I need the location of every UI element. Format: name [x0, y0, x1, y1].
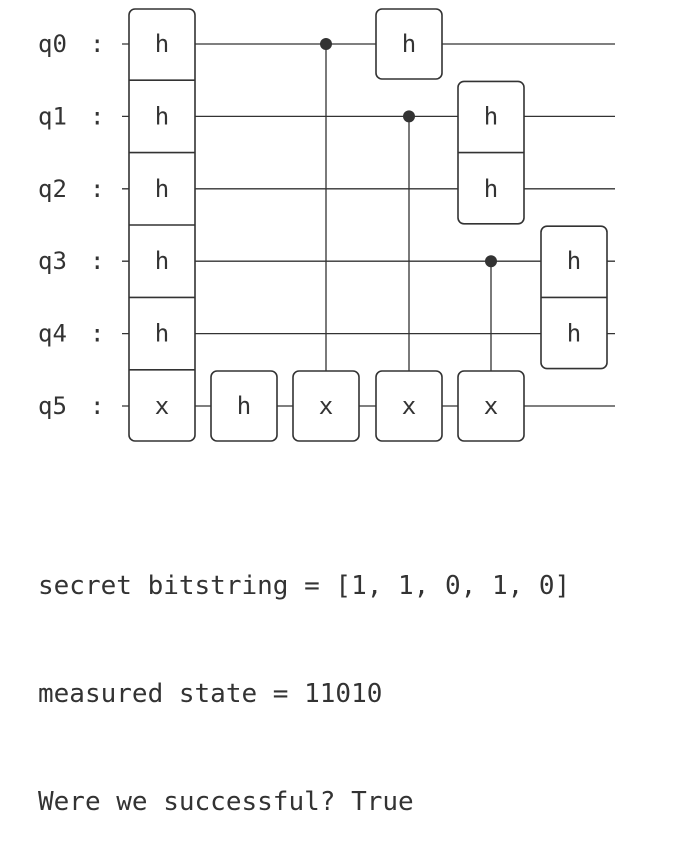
gate-x-box	[292, 370, 360, 442]
qubit-label-q5: q5	[38, 392, 67, 420]
gate-h-label: h	[402, 30, 416, 58]
gate-h-label: h	[567, 320, 581, 348]
qubit-label-q4: q4	[38, 320, 67, 348]
qubit-label-q0: q0	[38, 30, 67, 58]
measured-state-line: measured state = 11010	[38, 679, 383, 709]
success-line: Were we successful? True	[38, 787, 414, 817]
gate-h-label: h	[155, 30, 169, 58]
control-dot	[403, 110, 415, 123]
gate-x-label: x	[155, 392, 169, 420]
gate-h-label: h	[155, 320, 169, 348]
gate-h-label: h	[155, 175, 169, 203]
gate-x-box	[375, 370, 443, 442]
gate-h-label: h	[484, 175, 498, 203]
gate-x-label: x	[319, 392, 333, 420]
secret-bitstring-line: secret bitstring = [1, 1, 0, 1, 0]	[38, 571, 571, 601]
qubit-colon: :	[90, 102, 104, 130]
qubit-colon: :	[90, 30, 104, 58]
gate-h-label: h	[237, 392, 251, 420]
gate-h-label: h	[567, 247, 581, 275]
gate-h-box	[210, 370, 278, 442]
gate-x-label: x	[402, 392, 416, 420]
gate-h-label: h	[155, 102, 169, 130]
qubit-colon: :	[90, 392, 104, 420]
qubit-label-q2: q2	[38, 175, 67, 203]
gate-h-box	[375, 8, 443, 80]
gate-x-label: x	[484, 392, 498, 420]
quantum-circuit-diagram: q0: q1: q2: q3: q4: q5: h h h h h x h x h x h h x h h	[38, 8, 615, 442]
gate-h-label: h	[484, 102, 498, 130]
qubit-label-q3: q3	[38, 247, 67, 275]
qubit-colon: :	[90, 320, 104, 348]
control-dot	[320, 38, 332, 50]
program-output: secret bitstring = [1, 1, 0, 1, 0] measu…	[38, 496, 570, 856]
gate-x-box	[457, 370, 525, 442]
gate-h-label: h	[155, 247, 169, 275]
qubit-label-q1: q1	[38, 102, 67, 130]
qubit-colon: :	[90, 175, 104, 203]
qubit-colon: :	[90, 247, 104, 275]
control-dot	[485, 255, 497, 268]
